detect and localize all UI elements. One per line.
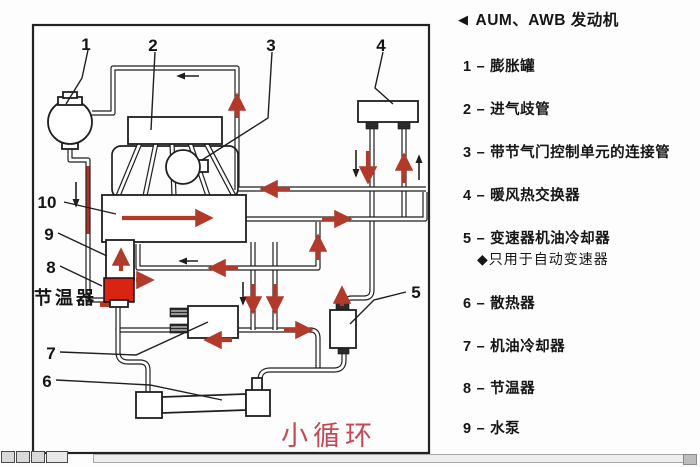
transmission-oil-cooler: [329, 302, 357, 355]
engine-oil-cooler: [169, 305, 239, 339]
viewer-button[interactable]: [1, 451, 15, 463]
coolant-pipe: [257, 348, 347, 392]
viewer-button[interactable]: [31, 451, 45, 463]
label-1: 1: [81, 35, 90, 54]
heater-core: [357, 100, 419, 130]
direction-arrows-black: [72, 72, 423, 306]
coolant-pipe: [115, 328, 151, 392]
label-2: 2: [148, 36, 157, 55]
thermostat-annotation: 节温器: [34, 288, 97, 308]
legend-item-3: 3–带节气门控制单元的连接管: [463, 145, 671, 161]
viewer-button[interactable]: [16, 451, 30, 463]
part-number-labels: 1 2 3 4 5 6 7 8 9 10: [38, 35, 421, 391]
label-3: 3: [266, 36, 275, 55]
cooling-circuit-schematic: 1 2 3 4 5 6 7 8 9 10: [31, 23, 431, 455]
coolant-flow-arrows: [111, 92, 414, 350]
label-8: 8: [46, 258, 55, 277]
legend-item-8: 8–节温器: [463, 381, 536, 397]
label-5: 5: [411, 283, 420, 302]
legend-title-text: AUM、AWB 发动机: [475, 12, 619, 29]
label-4: 4: [376, 36, 386, 55]
flow-mark: [100, 302, 116, 307]
coolant-pipe: [67, 146, 118, 303]
viewer-scrollbar-end[interactable]: [683, 454, 697, 465]
legend-item-6: 6–散热器: [463, 296, 536, 312]
label-6: 6: [42, 372, 51, 391]
diagram-frame: [31, 23, 431, 455]
viewer-toolbar-fragment: [0, 449, 700, 465]
radiator: [135, 377, 271, 419]
viewer-button[interactable]: [46, 451, 68, 463]
legend-item-5-note: ◆只用于自动变速器: [477, 251, 609, 267]
expansion-tank: [47, 91, 93, 150]
intake-manifold: [127, 116, 223, 145]
pointer-left-icon: ◀: [458, 11, 469, 27]
thermostat: [103, 277, 135, 308]
label-9: 9: [44, 225, 53, 244]
legend-item-9: 9–水泵: [463, 421, 521, 437]
callout-leader-lines: [55, 49, 407, 401]
legend-item-2: 2–进气歧管: [463, 102, 551, 118]
legend-item-5: 5–变速器机油冷却器: [463, 231, 611, 247]
legend-title: ◀ AUM、AWB 发动机: [458, 8, 619, 30]
small-loop-annotation: 小循环: [281, 421, 377, 451]
label-7: 7: [46, 344, 55, 363]
coolant-pipe: [245, 192, 428, 222]
throttle-body: [165, 149, 209, 185]
legend-item-4: 4–暖风热交换器: [463, 188, 581, 204]
legend-item-1: 1–膨胀罐: [463, 59, 536, 75]
legend-item-7: 7–机油冷却器: [463, 339, 566, 355]
legend-panel: ◀ AUM、AWB 发动机 1–膨胀罐 2–进气歧管 3–带节气门控制单元的连接…: [455, 0, 700, 462]
label-10: 10: [38, 193, 57, 212]
